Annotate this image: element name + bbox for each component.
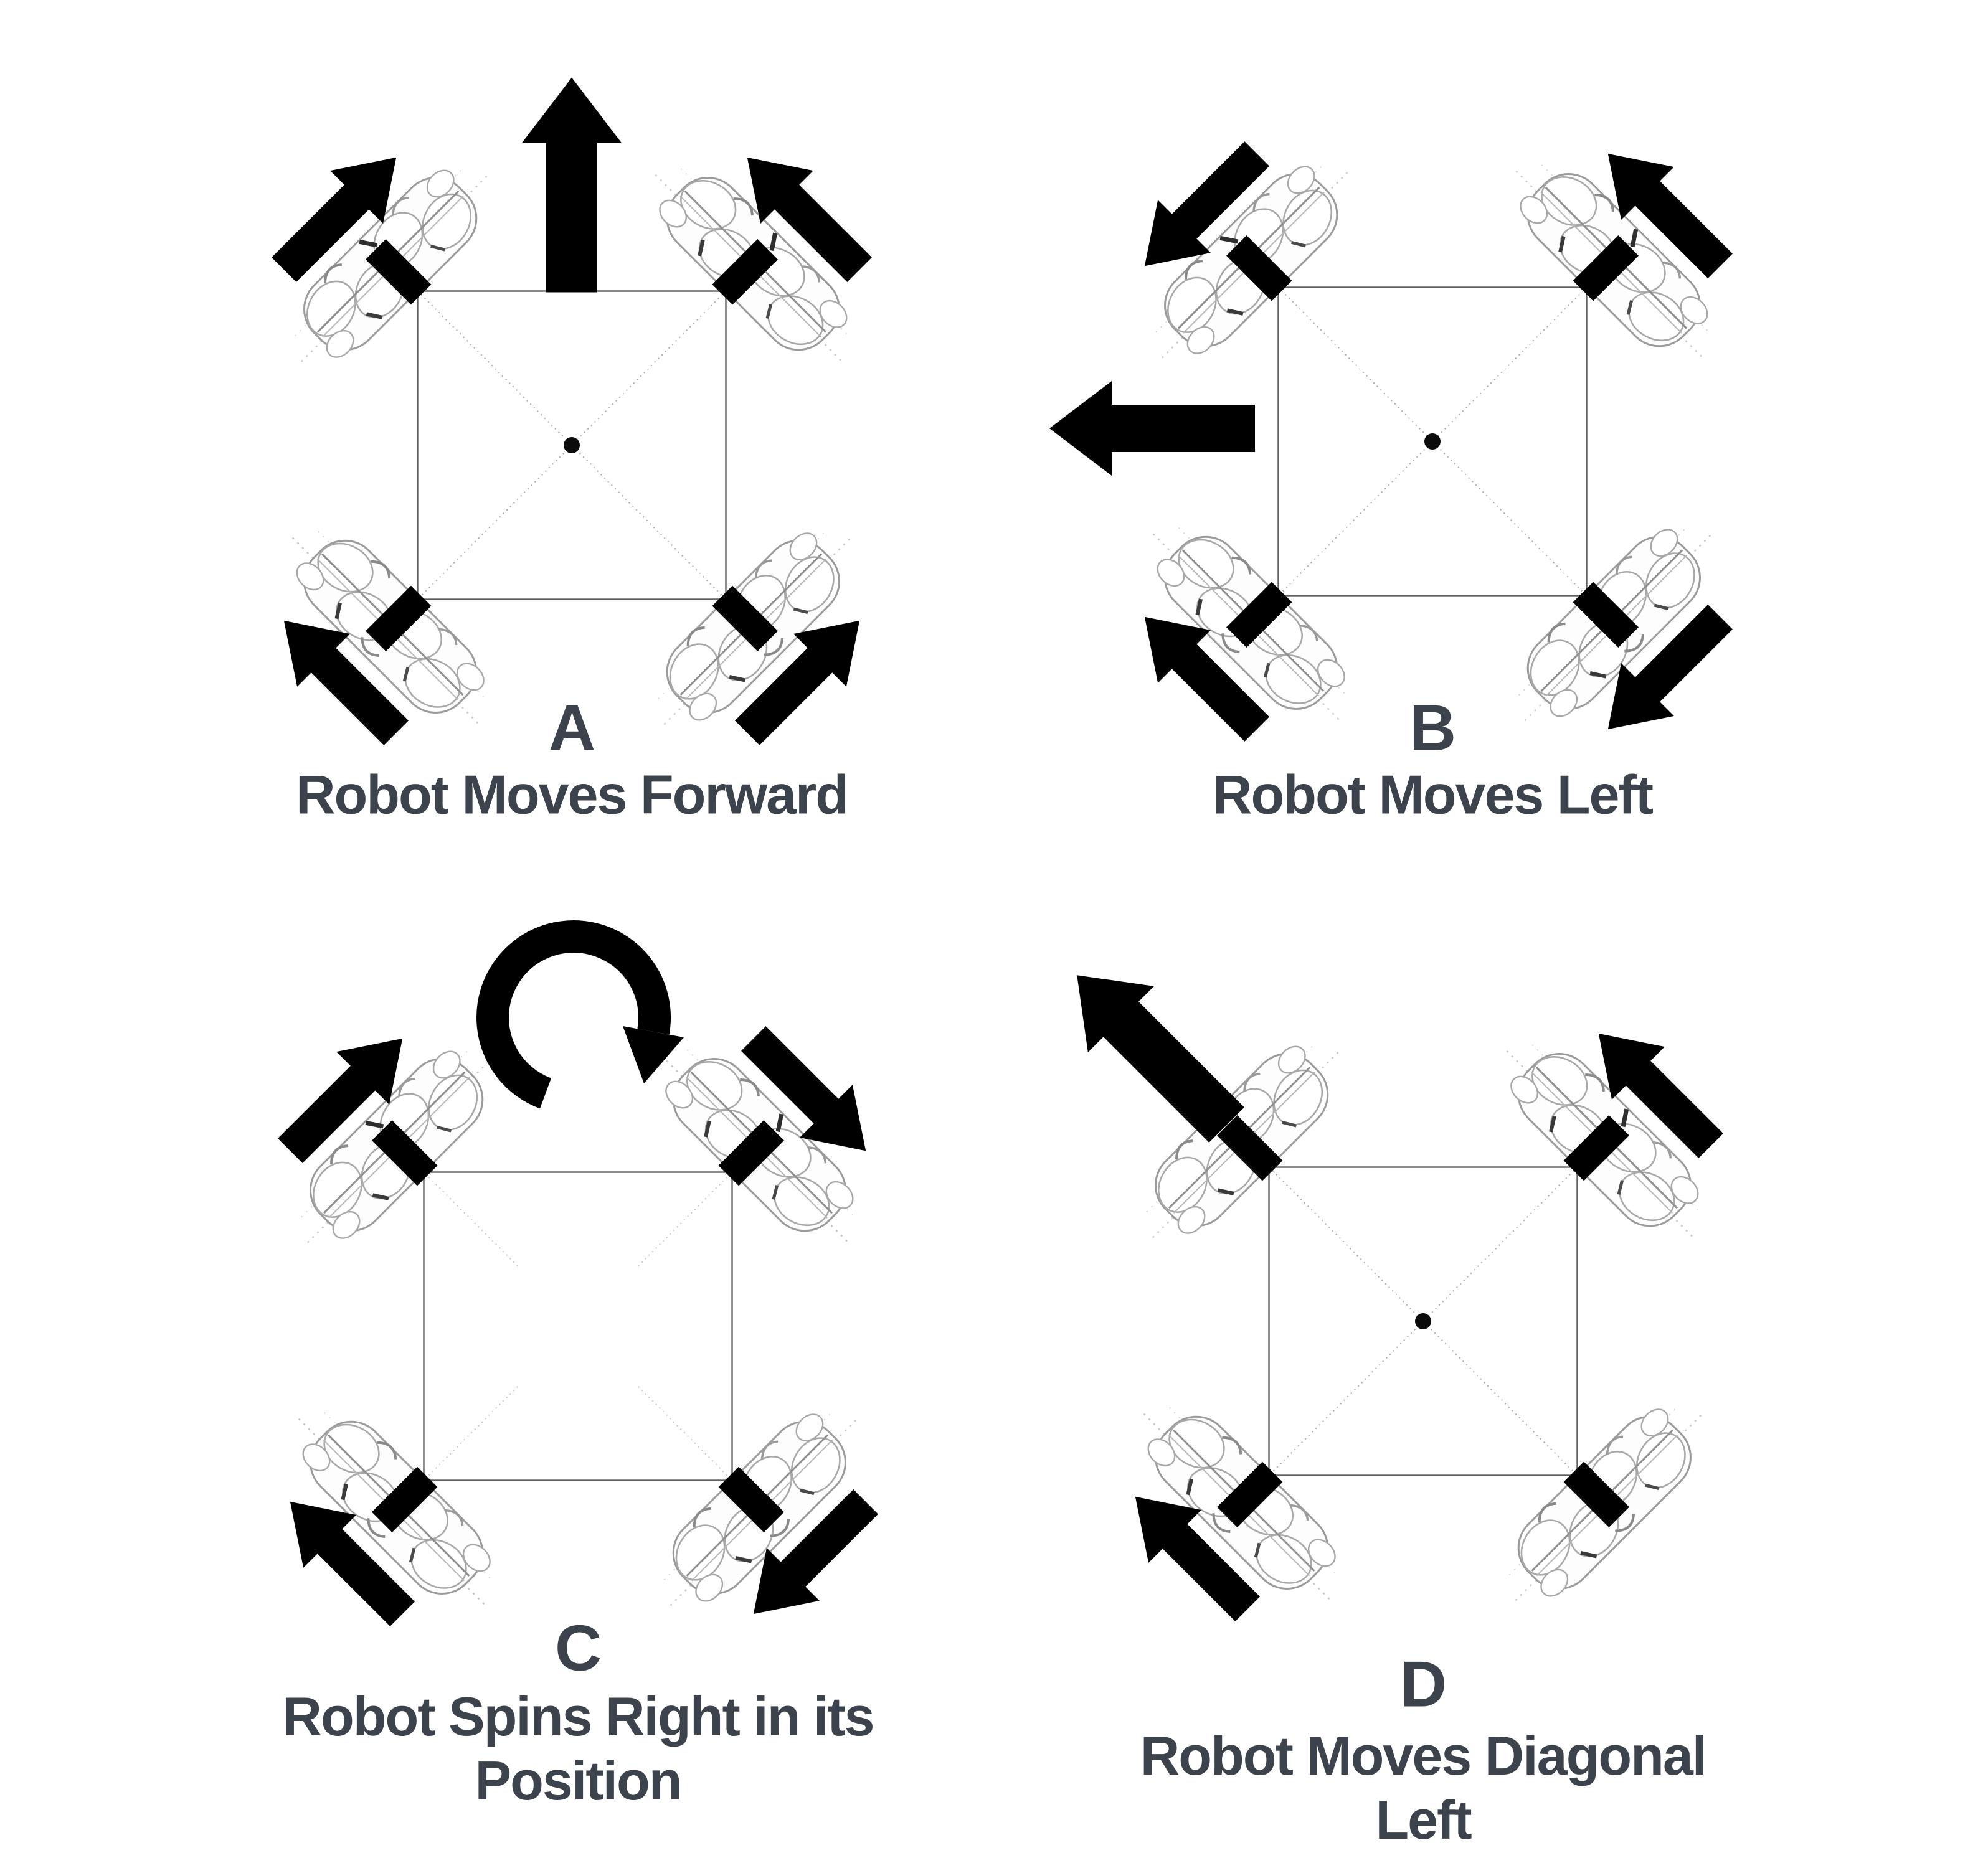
panel-c-caption-line-1: Robot Spins Right in its [282,1686,874,1748]
rotation-arc [476,920,671,1109]
wheel-direction-arrow-bottom-left-nw [283,620,409,745]
wheel-direction-arrow-top-right-nw [1598,1033,1723,1159]
wheel-direction-arrow-top-right-nw [1607,153,1733,279]
chassis-center-dot [1415,1313,1431,1329]
rotation-arrowhead [623,1026,684,1083]
panel-c-label: C [554,1612,602,1685]
wheel-axle-bottom-left [366,585,432,651]
wheel-direction-arrow-bottom-left-nw [1135,1496,1261,1621]
wheel-axle-bottom-right [712,585,778,651]
wheel-direction-arrow-bottom-left-nw [290,1501,415,1626]
robot-motion-arrow-left [1049,381,1255,476]
panel-c-caption-line-2: Position [475,1750,682,1811]
panel-a-caption: Robot Moves Forward [295,763,849,828]
wheel-direction-arrow-top-right-nw [747,157,872,283]
panel-a-caption-line: Robot Moves Forward [295,763,849,826]
wheel-direction-arrow-bottom-right-ne [734,620,860,745]
wheel-axle-top-left [372,1120,438,1186]
panel-d-caption-line-1: Robot Moves Diagonal [1140,1725,1707,1787]
wheel-direction-arrow-top-left-ne [272,157,397,283]
wheel-axle-bottom-right [1573,582,1639,648]
wheel-axle-top-right [1573,235,1639,301]
panel-d-caption: Robot Moves Diagonal Left [1140,1724,1707,1852]
robot-motion-arrow-up-left [1077,975,1244,1143]
panel-a-label: A [548,692,595,765]
robot-motion-arrow-up [522,77,622,293]
wheel-axle-top-right [712,239,778,305]
wheel-direction-arrow-top-right-se [741,1026,866,1151]
panel-b-label: B [1409,692,1456,765]
panel-b-caption-line: Robot Moves Left [1212,763,1654,826]
robot-chassis-square [423,1171,733,1481]
wheel-axle-top-left [366,239,432,305]
wheel-axle-top-left [1226,235,1292,301]
wheel-axle-bottom-left [1226,582,1292,648]
panel-a-diagram [257,77,886,760]
wheel-axle-top-right [718,1120,784,1186]
wheel-axle-top-left [1217,1115,1283,1181]
panel-b-caption: Robot Moves Left [1212,763,1654,828]
wheel-axle-bottom-right [718,1466,784,1532]
wheel-direction-arrow-top-left-ne [278,1038,403,1164]
wheel-axle-bottom-right [1563,1461,1629,1527]
panel-d-diagram [1077,975,1737,1635]
wheel-direction-arrow-bottom-right-sw [1607,604,1733,730]
robot-rotation-arrow-clockwise [476,920,684,1109]
wheel-direction-arrow-top-left-sw [1144,141,1270,266]
chassis-center-dot [1424,433,1441,450]
wheel-axle-top-right [1563,1115,1629,1181]
panel-d-label: D [1399,1648,1447,1721]
wheel-direction-arrow-bottom-left-nw [1144,616,1270,742]
panel-c-diagram [263,920,892,1640]
panel-d-caption-line-2: Left [1375,1789,1472,1851]
chassis-center-dot [564,437,580,453]
wheel-direction-arrow-bottom-right-sw [753,1489,878,1615]
panel-b-diagram [1049,127,1747,755]
panel-c-caption: Robot Spins Right in its Position [282,1685,874,1813]
wheel-axle-bottom-left [1217,1461,1283,1527]
wheel-axle-bottom-left [372,1466,438,1532]
